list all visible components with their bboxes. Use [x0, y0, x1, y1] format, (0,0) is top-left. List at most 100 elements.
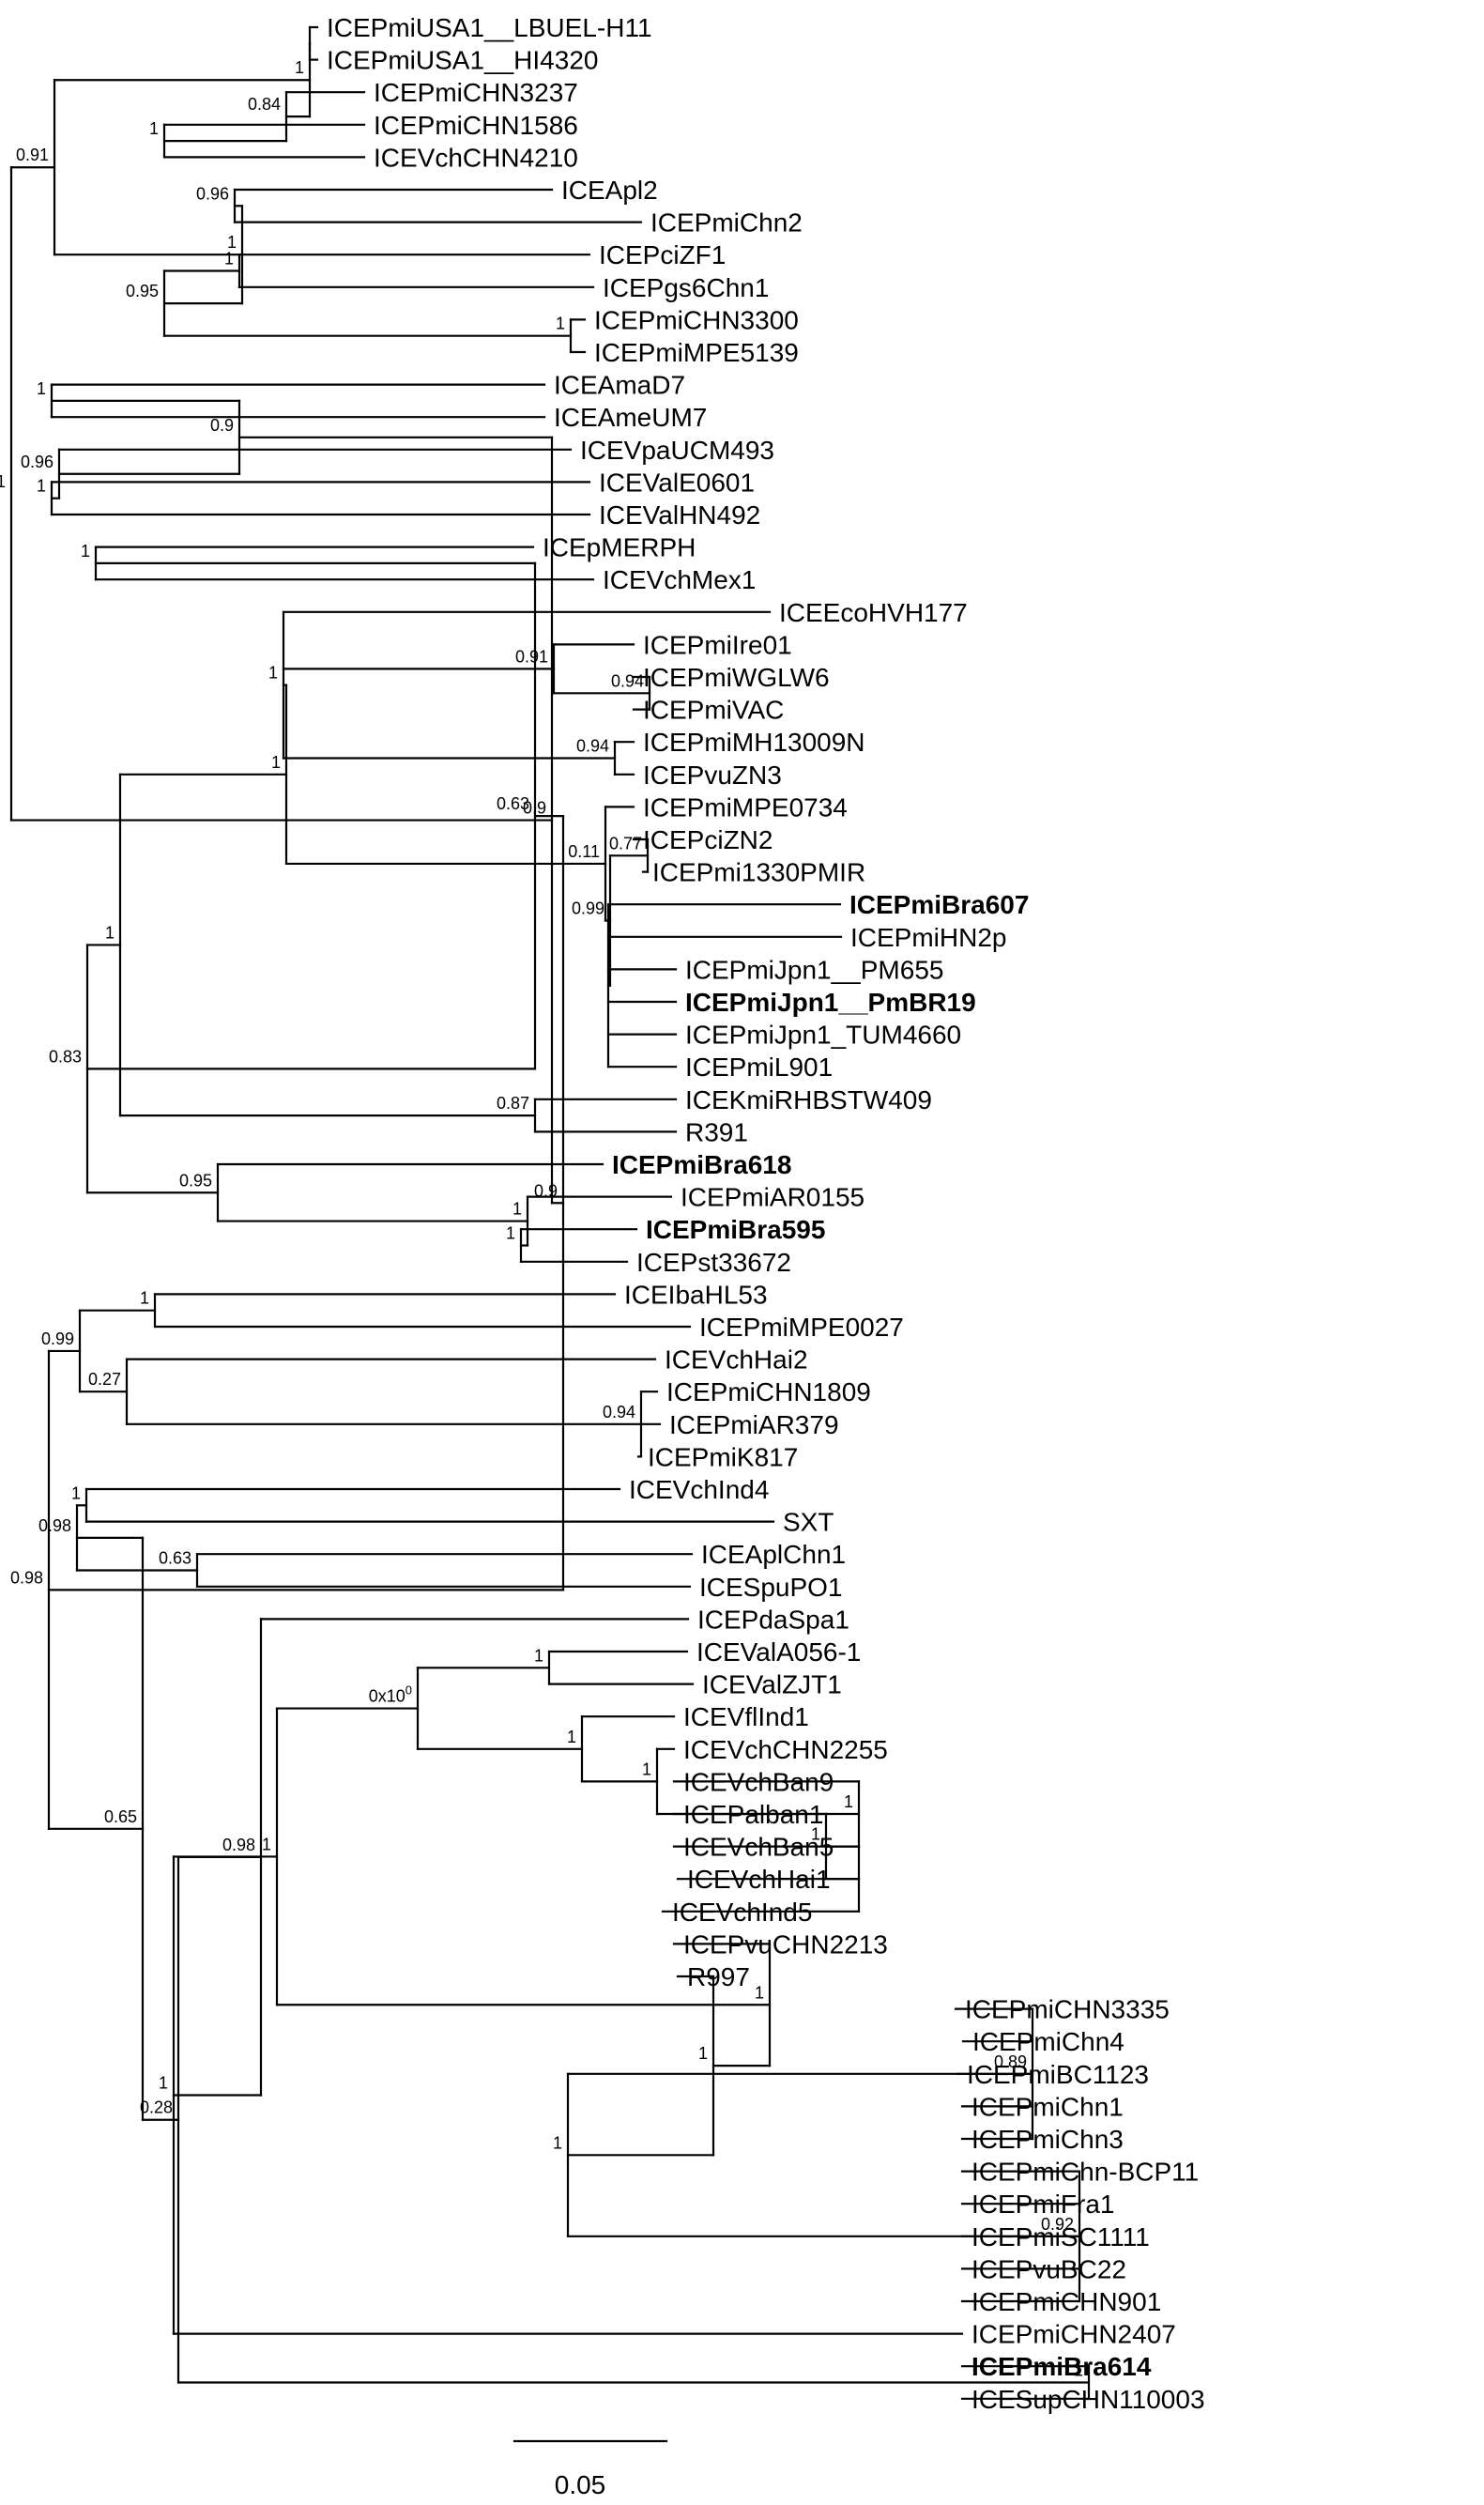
support-value: 0.96	[21, 453, 54, 471]
leaf-iceaplchn1: ICEAplChn1	[701, 1540, 846, 1569]
leaf-icespupo1: ICESpuPO1	[699, 1573, 843, 1602]
support-value: 1	[556, 315, 565, 333]
leaf-icepmiar379: ICEPmiAR379	[669, 1410, 839, 1439]
support-value: 1	[140, 1289, 149, 1308]
leaf-icepmiusa1-lbuel-h11: ICEPmiUSA1__LBUEL-H11	[327, 13, 652, 42]
support-value: 0.92	[1041, 2215, 1074, 2234]
leaf-icepvuchn2213: ICEPvuCHN2213	[683, 1929, 888, 1959]
leaf-icepmerph: ICEpMERPH	[543, 533, 696, 562]
support-value: 0.99	[41, 1329, 74, 1348]
leaf-icesupchn110003: ICESupCHN110003	[971, 2385, 1205, 2414]
leaf-icepdaspa1: ICEPdaSpa1	[697, 1605, 849, 1634]
support-value: 0.83	[49, 1047, 82, 1066]
support-value: 0.63	[497, 794, 529, 813]
leaf-icevalzjt1: ICEValZJT1	[702, 1670, 842, 1699]
leaf-icepmichn1586: ICEPmiCHN1586	[374, 111, 578, 140]
leaf-iceamad7: ICEAmaD7	[554, 371, 685, 400]
support-value: 1	[698, 2044, 708, 2063]
support-value: 0.98	[222, 1836, 255, 1854]
leaf-icepmibra607: ICEPmiBra607	[849, 890, 1029, 919]
support-value: 0.94	[603, 1403, 635, 1422]
leaf-icepmihn2p: ICEPmiHN2p	[850, 923, 1006, 952]
leaf-icepmichn901: ICEPmiCHN901	[971, 2287, 1161, 2316]
leaf-icepmimpe0734: ICEPmiMPE0734	[643, 792, 848, 822]
leaf-icepmiusa1-hi4320: ICEPmiUSA1__HI4320	[327, 46, 598, 75]
leaf-icepmimpe5139: ICEPmiMPE5139	[594, 338, 799, 367]
leaf-icepmisc1111: ICEPmiSC1111	[971, 2222, 1150, 2251]
support-value: 1	[227, 233, 237, 252]
leaf-labels: ICEPmiUSA1__LBUEL-H11ICEPmiUSA1__HI4320I…	[327, 13, 1205, 2414]
support-value: 0.94	[576, 737, 609, 756]
leaf-icepst33672: ICEPst33672	[636, 1248, 791, 1277]
support-value: 0.91	[0, 472, 6, 491]
support-value: 0.91	[16, 146, 49, 164]
support-value: 0.96	[196, 184, 229, 203]
leaf-icevchhai2: ICEVchHai2	[665, 1345, 808, 1375]
leaf-icepmibra614: ICEPmiBra614	[971, 2352, 1152, 2381]
support-value: 1	[81, 542, 90, 561]
leaf-icepmichn3335: ICEPmiCHN3335	[965, 1995, 1170, 2024]
support-value: 1	[811, 1825, 820, 1844]
leaf-icepmi1330pmir: ICEPmi1330PMIR	[652, 858, 865, 887]
support-value: 1	[844, 1792, 853, 1811]
leaf-icevflind1: ICEVflInd1	[683, 1702, 809, 1731]
leaf-icepmijpn1-pm655: ICEPmiJpn1__PM655	[685, 955, 943, 984]
leaf-icepmijpn1-tum4660: ICEPmiJpn1_TUM4660	[685, 1021, 961, 1050]
support-value: 0.11	[568, 842, 600, 861]
support-value: 1	[513, 1200, 522, 1219]
leaf-icepalban1: ICEPalban1	[683, 1800, 823, 1829]
leaf-icepcizn2: ICEPciZN2	[643, 825, 773, 854]
leaf-iceibahl53: ICEIbaHL53	[624, 1280, 768, 1309]
scale-bar: 0.05	[513, 2439, 668, 2499]
support-value: 0.28	[140, 2098, 173, 2117]
leaf-icepmijpn1-pmbr19: ICEPmiJpn1__PmBR19	[685, 988, 976, 1017]
support-value: 1	[1074, 2361, 1083, 2380]
leaf-icepmiar0155: ICEPmiAR0155	[681, 1183, 864, 1212]
leaf-icevale0601: ICEValE0601	[599, 468, 755, 497]
support-value: 1	[149, 119, 159, 138]
support-value: 0.84	[248, 95, 281, 114]
support-value: 1	[105, 923, 115, 942]
leaf-icevchind5: ICEVchInd5	[672, 1898, 812, 1927]
support-value: 0.98	[10, 1568, 43, 1587]
leaf-r391: R391	[685, 1117, 748, 1146]
leaf-icevpaucm493: ICEVpaUCM493	[580, 436, 774, 465]
support-value: 0.63	[159, 1549, 191, 1568]
support-value: 0.65	[104, 1807, 137, 1826]
support-value: 0.27	[88, 1370, 121, 1389]
support-value: 1	[271, 753, 281, 772]
support-value: 0.77	[609, 834, 642, 853]
leaf-icepmichn1: ICEPmiChn1	[971, 2092, 1124, 2121]
support-value: 1	[159, 2074, 168, 2093]
leaf-icevchind4: ICEVchInd4	[629, 1475, 769, 1504]
support-value: 1	[71, 1483, 81, 1502]
leaf-icepcizf1: ICEPciZF1	[599, 240, 726, 269]
leaf-icevchchn4210: ICEVchCHN4210	[374, 143, 578, 172]
leaf-r997: R997	[687, 1962, 750, 1991]
leaf-icevchhai1: ICEVchHai1	[687, 1865, 831, 1894]
leaf-icepmichn2407: ICEPmiCHN2407	[971, 2320, 1176, 2349]
support-value: 0x100	[369, 1683, 412, 1706]
leaf-icepmiwglw6: ICEPmiWGLW6	[643, 663, 830, 692]
leaf-icepmifra1: ICEPmiFra1	[971, 2190, 1114, 2219]
support-value: 1	[534, 1646, 543, 1665]
leaf-icepmichn3237: ICEPmiCHN3237	[374, 78, 578, 107]
leaf-icepmichn3: ICEPmiChn3	[971, 2125, 1124, 2154]
leaf-icevchchn2255: ICEVchCHN2255	[683, 1735, 888, 1764]
support-value: 1	[224, 250, 234, 269]
leaf-icepmichn-bcp11: ICEPmiChn-BCP11	[971, 2158, 1199, 2187]
leaf-icevalhn492: ICEValHN492	[599, 500, 760, 530]
support-value: 1	[262, 1835, 271, 1853]
leaf-icepmichn1809: ICEPmiCHN1809	[666, 1377, 871, 1406]
support-value: 0.99	[572, 899, 604, 918]
leaf-sxt: SXT	[783, 1508, 834, 1537]
leaf-icevala056-1: ICEValA056-1	[696, 1637, 861, 1667]
support-value: 1	[37, 379, 46, 398]
leaf-icepmivac: ICEPmiVAC	[643, 696, 784, 725]
support-value: 1	[553, 2133, 562, 2152]
support-value: 0.98	[38, 1516, 71, 1535]
support-value: 0.89	[994, 2052, 1027, 2071]
leaf-icepgs6chn1: ICEPgs6Chn1	[603, 273, 769, 302]
leaf-icepvuzn3: ICEPvuZN3	[643, 761, 782, 790]
